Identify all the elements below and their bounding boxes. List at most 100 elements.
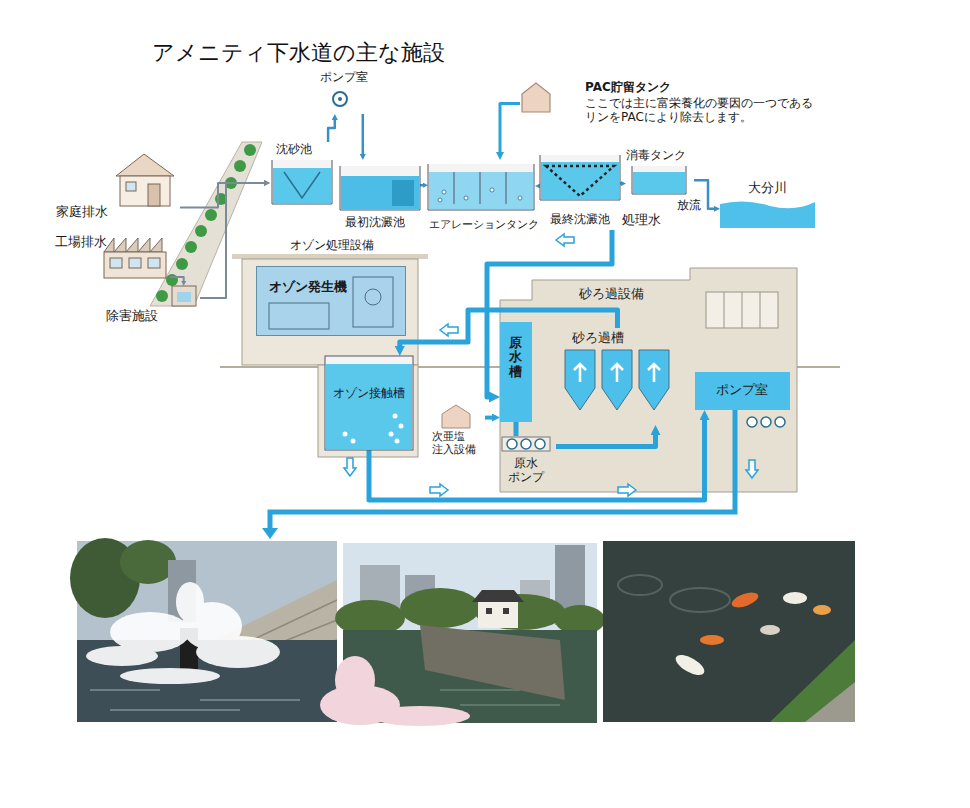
household-drain-shape xyxy=(116,154,174,176)
ozone-contact-tank-shape xyxy=(389,432,394,437)
pump-room: ポンプ室 xyxy=(695,372,790,410)
photo-castle-moat xyxy=(420,625,565,700)
ozone-contact-tank-shape xyxy=(399,424,404,429)
diagram-title: アメニティ下水道の主な施設 xyxy=(152,40,445,66)
sand-filter-tanks-shape xyxy=(611,364,623,382)
pump-room-shape xyxy=(333,92,347,106)
outflow-pipe xyxy=(262,410,735,539)
pipe-connector xyxy=(420,184,423,187)
pretreatment-facility-shape xyxy=(177,292,191,302)
ozone-contact-tank-shape xyxy=(325,356,413,450)
final-settling-tank: 最終沈澱池 xyxy=(540,150,620,230)
node-label: 次亜塩 注入設備 xyxy=(432,430,482,456)
disinfection-tank: 消毒タンク xyxy=(626,148,694,200)
photo-castle-moat xyxy=(486,608,492,614)
node-label: 最終沈澱池 xyxy=(550,212,610,226)
ozone-generator: オゾン発生機 xyxy=(256,266,406,336)
photo-fountain xyxy=(120,540,176,584)
node-label: 除害施設 xyxy=(106,308,158,324)
ozone-contact-tank-shape xyxy=(351,439,356,444)
factory-drain-shape xyxy=(148,258,160,268)
river: 大分川 xyxy=(720,180,815,228)
photo-castle-moat xyxy=(400,588,480,628)
raw-water-pump-shape xyxy=(507,439,517,449)
final-settling-tank-shape xyxy=(540,155,620,200)
photo-koi-pond xyxy=(618,575,662,595)
road-with-trees xyxy=(234,160,246,172)
ozone-contact-tank-shape xyxy=(326,364,412,449)
photo-castle-moat xyxy=(335,588,605,636)
factory-drain: 工場排水 xyxy=(52,232,170,292)
hypochlorite-injection: 次亜塩 注入設備 xyxy=(432,404,485,466)
sand-filter-building xyxy=(500,268,797,492)
final-settling-tank-shape xyxy=(541,162,619,199)
sand-filter-tanks-shape xyxy=(574,364,586,382)
pipe-connector xyxy=(180,183,264,208)
pipe-connector xyxy=(514,422,519,436)
road-with-trees xyxy=(244,144,256,156)
road-with-trees xyxy=(205,209,217,221)
photo-fountain xyxy=(86,646,158,666)
photo-koi-pond xyxy=(603,541,855,722)
flow-direction-arrow xyxy=(618,484,636,496)
pipe-connector xyxy=(369,420,705,500)
grit-chamber-shape xyxy=(284,172,320,198)
edge-label: 処理水 xyxy=(621,212,636,228)
pump-room-shape xyxy=(338,97,342,101)
pump-room: ポンプ室 xyxy=(318,70,374,114)
raw-water-tank: 原水槽 xyxy=(500,322,532,422)
sand-filter-building xyxy=(706,292,778,328)
road-with-trees xyxy=(166,274,178,286)
ozone-contact-tank-shape xyxy=(343,432,348,437)
node-label: 家庭排水 xyxy=(56,204,108,220)
primary-settling-tank-shape xyxy=(341,176,419,209)
outflow-pipe xyxy=(270,410,735,528)
sand-filter-tanks-shape xyxy=(602,350,632,410)
road-with-trees xyxy=(156,290,168,302)
flow-direction-arrow xyxy=(746,460,758,478)
grit-chamber: 沈砂池 xyxy=(270,142,336,208)
primary-settling-tank: 最初沈澱池 xyxy=(340,160,420,232)
sand-filter-building xyxy=(747,417,757,427)
pipe-connector xyxy=(170,277,184,281)
raw-water-pump-shape xyxy=(502,437,550,451)
photo-koi-pond xyxy=(760,625,780,635)
household-drain-shape xyxy=(120,176,170,206)
ozone-building xyxy=(318,365,418,457)
road-with-trees xyxy=(185,241,197,253)
hypochlorite-injection-shape xyxy=(442,405,470,428)
flow-direction-arrow xyxy=(556,234,574,246)
sand-filter-tanks-shape xyxy=(639,350,669,410)
aeration-tank-shape xyxy=(438,188,522,202)
node-label: 沈砂池 xyxy=(276,142,312,156)
node-label: 砂ろ過設備 xyxy=(579,286,644,302)
photo-fountain xyxy=(70,538,337,722)
pac-storage-tank: PAC貯留タンクここでは主に富栄養化の要因の一つである リンをPACにより除去し… xyxy=(520,80,838,132)
ozone-building xyxy=(232,254,428,259)
photo-koi-pond xyxy=(603,541,855,722)
flow-direction-arrow xyxy=(344,234,758,496)
pipe-connector xyxy=(620,182,621,185)
ozone-generator-shape xyxy=(269,303,329,329)
aeration-tank-shape xyxy=(438,198,442,202)
primary-settling-tank-shape xyxy=(340,166,420,210)
node-label: ここでは主に富栄養化の要因の一つである リンをPACにより除去します。 xyxy=(585,96,835,125)
node-label: 消毒タンク xyxy=(626,148,686,162)
pipe-connector xyxy=(328,120,335,142)
pipe-connector xyxy=(540,185,542,188)
flow-direction-arrow xyxy=(344,458,356,476)
grit-chamber-shape xyxy=(273,168,331,203)
flow-direction-arrow xyxy=(430,484,448,496)
photo-fountain xyxy=(196,636,280,668)
photo-koi-pond xyxy=(670,588,730,612)
ozone-contact-tank-shape xyxy=(343,414,404,444)
final-settling-tank-shape xyxy=(546,166,614,196)
raw-water-pump-shape xyxy=(535,439,545,449)
photo-castle-moat xyxy=(370,706,470,726)
pipe-connector xyxy=(485,416,492,420)
ozone-contact-tank-shape xyxy=(325,356,413,450)
photo-castle-moat xyxy=(478,600,518,628)
node-label: 原水 ポンプ xyxy=(506,456,546,485)
